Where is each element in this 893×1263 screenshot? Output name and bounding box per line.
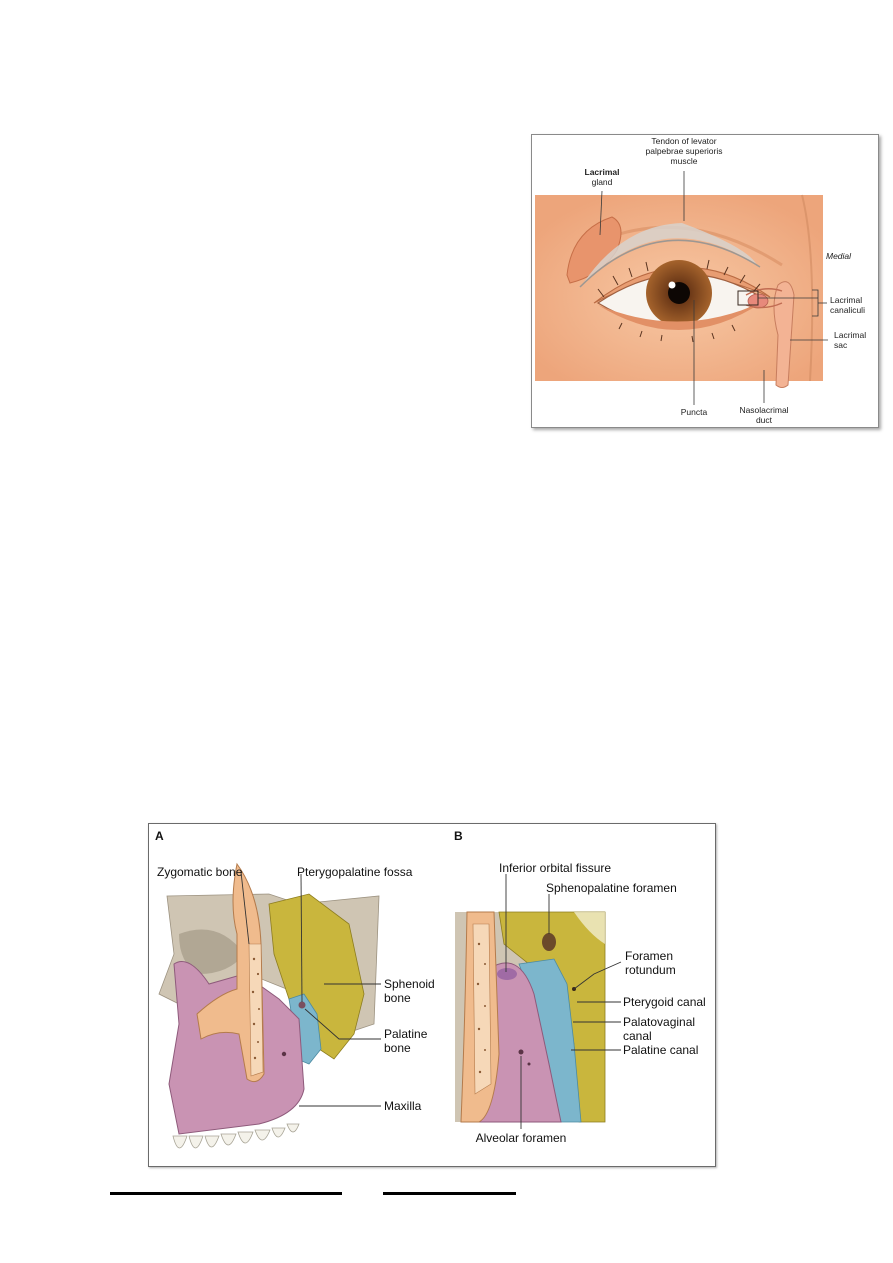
label-alveolar-foramen: Alveolar foramen bbox=[476, 1131, 567, 1145]
label-sac-line1: Lacrimal bbox=[834, 330, 866, 340]
footer-rule-left bbox=[110, 1192, 342, 1195]
sphenopalatine-foramen-shape bbox=[542, 933, 556, 951]
label-sphenoid-line1: Sphenoid bbox=[384, 977, 435, 991]
label-canaliculi-line2: canaliculi bbox=[830, 305, 865, 315]
label-zygomatic-bone: Zygomatic bone bbox=[157, 865, 243, 879]
label-maxilla: Maxilla bbox=[384, 1099, 422, 1113]
lacrimal-sac-shape bbox=[773, 281, 795, 388]
pterygopalatine-fossa-figure: A bbox=[148, 823, 716, 1167]
skull-illustration: A bbox=[155, 829, 706, 1149]
panel-b-letter: B bbox=[454, 829, 463, 843]
label-duct-line2: duct bbox=[756, 415, 773, 425]
label-pterygopalatine-fossa: Pterygopalatine fossa bbox=[297, 865, 413, 879]
label-pterygoid-canal: Pterygoid canal bbox=[623, 995, 706, 1009]
label-gland-line1: Lacrimal bbox=[585, 167, 620, 177]
label-rotundum-line2: rotundum bbox=[625, 963, 676, 977]
label-sphenoid-line2: bone bbox=[384, 991, 411, 1005]
sphenoid-bone-shape bbox=[268, 893, 365, 1060]
eye-illustration: Tendon of levator palpebrae superioris m… bbox=[535, 136, 866, 425]
panel-a-letter: A bbox=[155, 829, 164, 843]
zygomatic-bone-shape bbox=[196, 862, 265, 1083]
label-canaliculi-line1: Lacrimal bbox=[830, 295, 862, 305]
label-tendon-line2: palpebrae superioris bbox=[645, 146, 722, 156]
label-gland-line2: gland bbox=[592, 177, 613, 187]
label-palatine-line2: bone bbox=[384, 1041, 411, 1055]
label-tendon-line1: Tendon of levator bbox=[651, 136, 716, 146]
tendon-shape bbox=[582, 223, 757, 285]
label-palatovaginal-line1: Palatovaginal bbox=[623, 1015, 695, 1029]
label-sac-line2: sac bbox=[834, 340, 848, 350]
panel-b: B bbox=[454, 829, 706, 1145]
label-palatine-line1: Palatine bbox=[384, 1027, 428, 1041]
label-sphenopalatine-foramen: Sphenopalatine foramen bbox=[546, 881, 677, 895]
alveolar-foramen-shape bbox=[518, 1049, 524, 1055]
label-palatovaginal-line2: canal bbox=[623, 1029, 652, 1043]
panel-a: A bbox=[155, 829, 435, 1149]
footer-rule-right bbox=[383, 1192, 516, 1195]
label-inferior-orbital-fissure: Inferior orbital fissure bbox=[499, 861, 611, 875]
label-rotundum-line1: Foramen bbox=[625, 949, 673, 963]
teeth bbox=[172, 1123, 300, 1149]
label-puncta: Puncta bbox=[681, 407, 708, 417]
label-duct-line1: Nasolacrimal bbox=[739, 405, 788, 415]
label-palatine-canal: Palatine canal bbox=[623, 1043, 698, 1057]
label-tendon-line3: muscle bbox=[671, 156, 698, 166]
maxilla-shape bbox=[168, 961, 305, 1135]
lacrimal-apparatus-figure: Tendon of levator palpebrae superioris m… bbox=[531, 134, 879, 428]
label-medial: Medial bbox=[826, 251, 852, 261]
